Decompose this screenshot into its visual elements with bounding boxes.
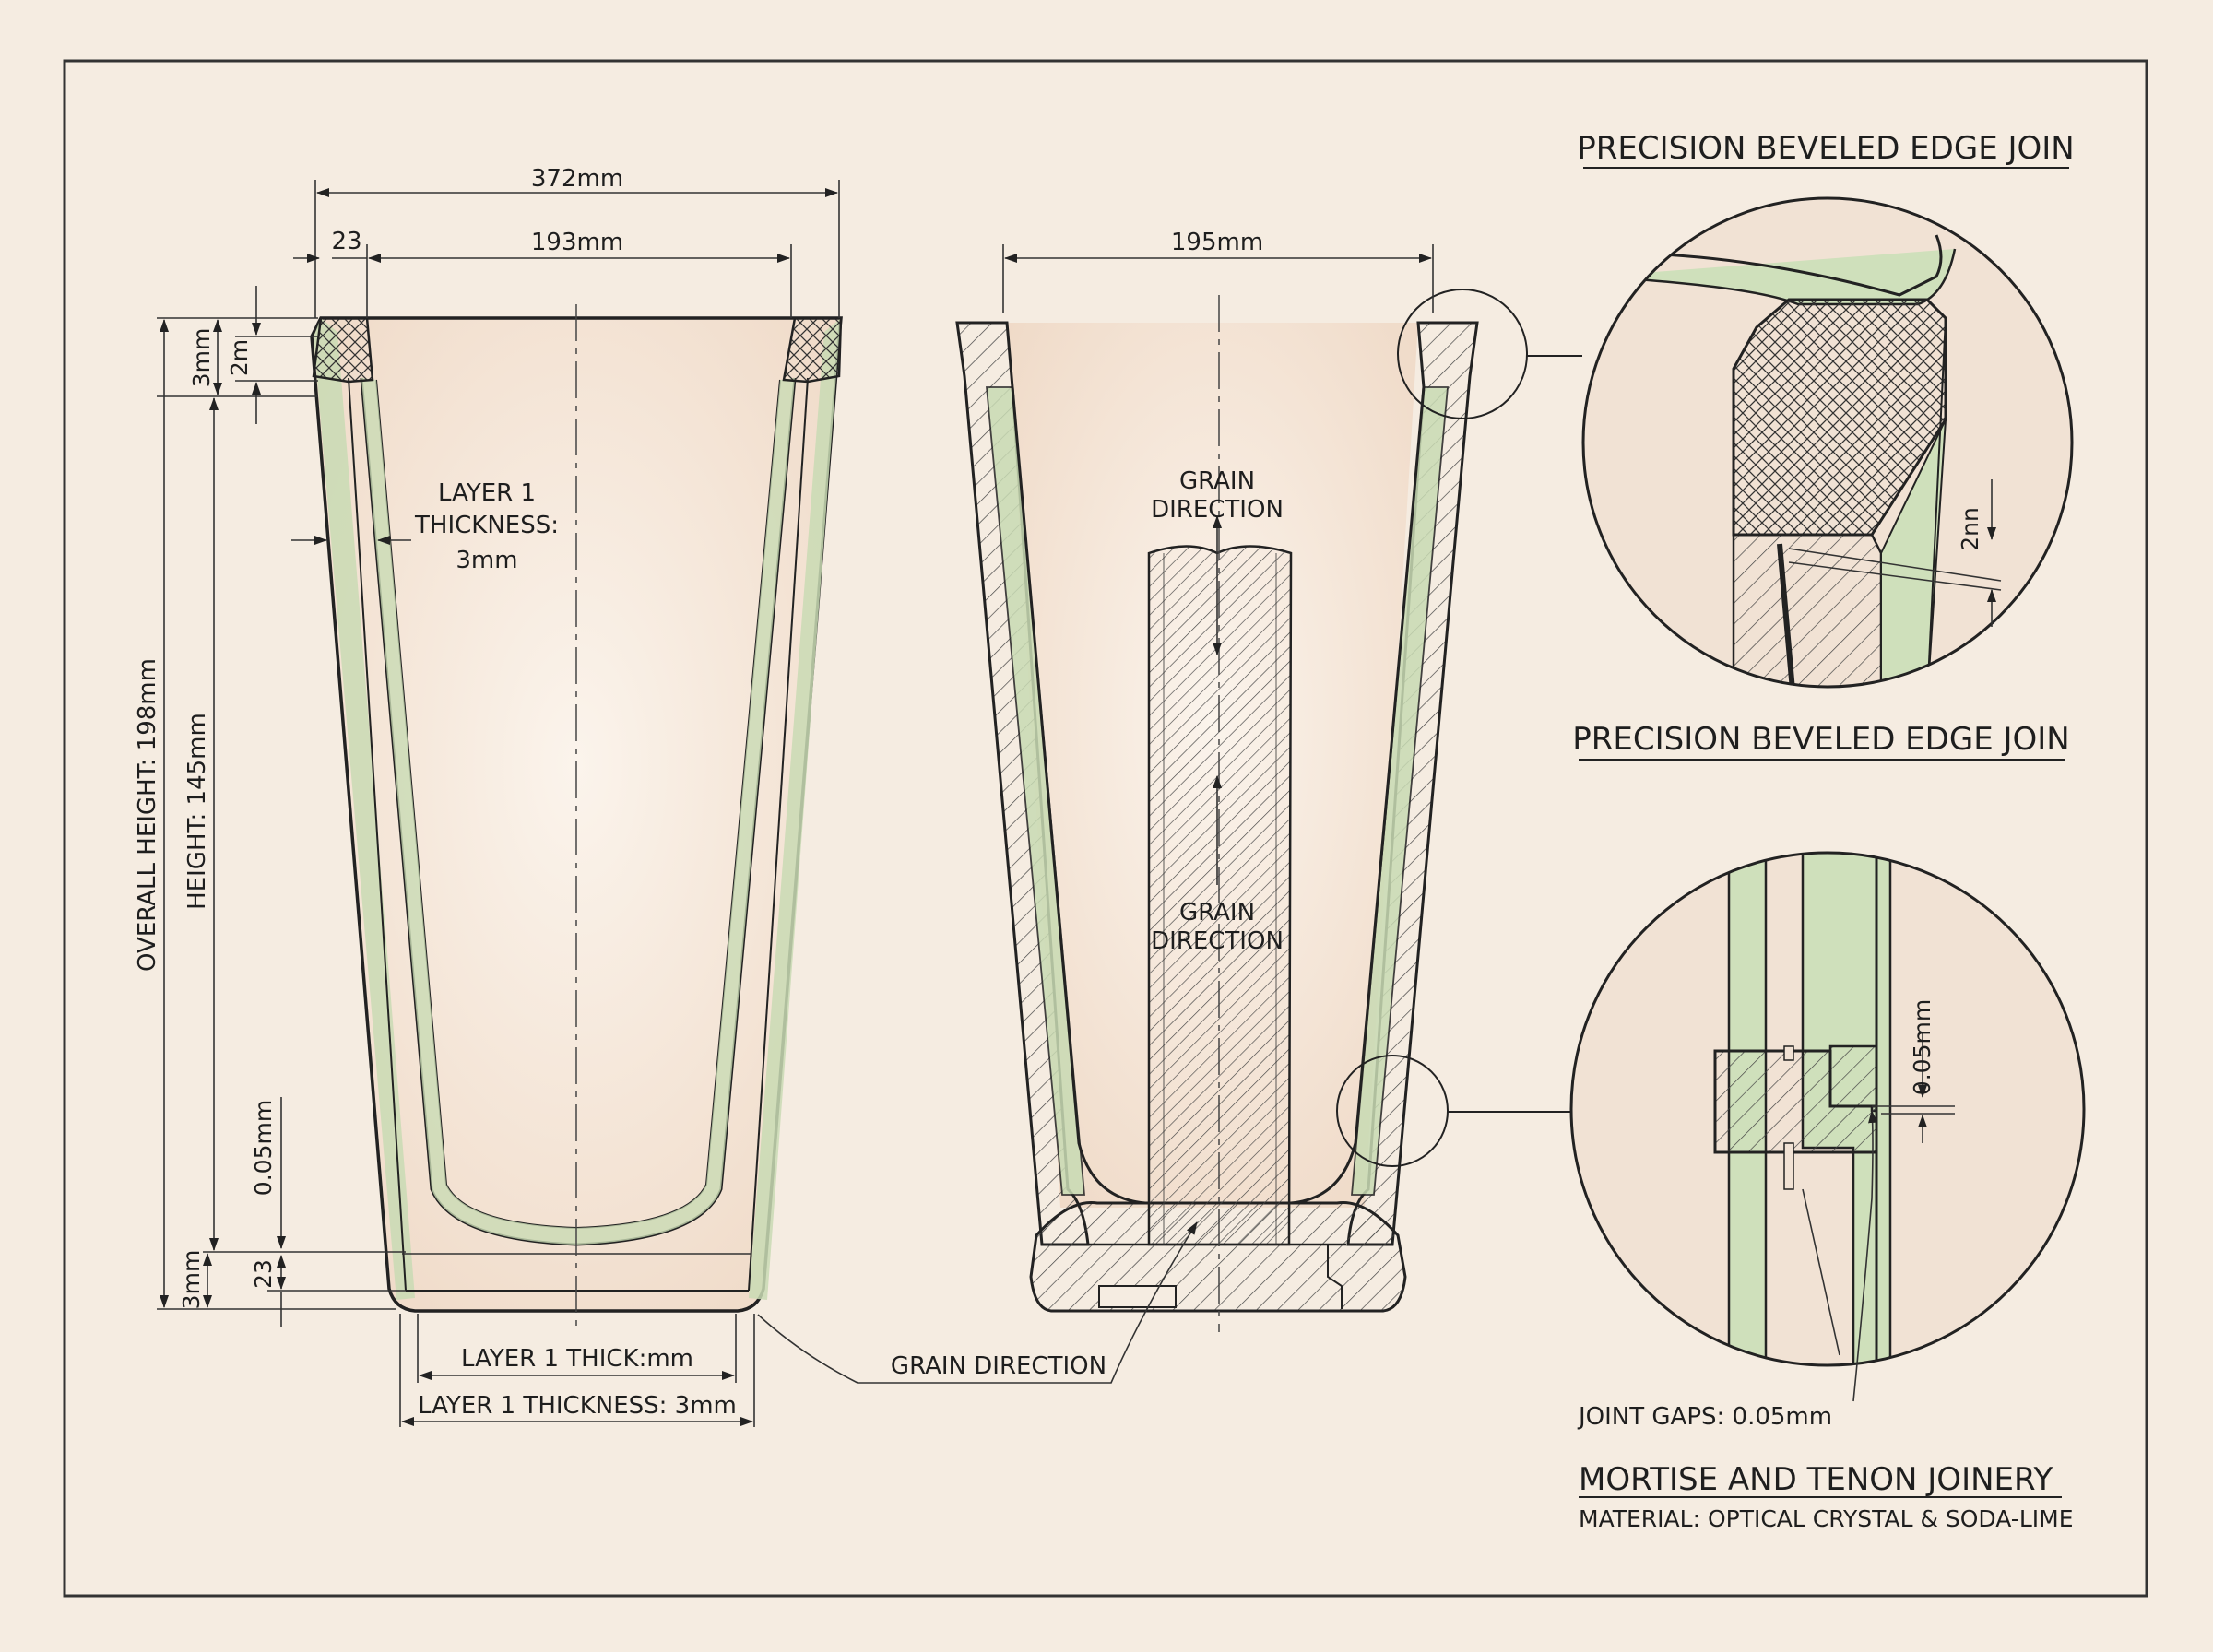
grain-lower-line1: GRAIN <box>1179 899 1255 926</box>
layer1-label-line1: LAYER 1 <box>438 479 536 507</box>
detail-top-dim: 2nn <box>1957 507 1983 551</box>
middle-labels: 195mm GRAIN DIRECTION GRAIN DIRECTION GR… <box>757 229 1434 1384</box>
dim-23-top: 23 <box>331 228 361 255</box>
dim-193: 193mm <box>531 229 623 256</box>
grain-upper-line1: GRAIN <box>1179 467 1255 495</box>
detail-bottom-dim: 0.05mm <box>1909 999 1935 1095</box>
left-dimensions: 372mm 193mm 23 3mm 2m OVERALL HEIGHT: 19… <box>134 165 840 1427</box>
detail-marker-top <box>1397 289 1528 419</box>
dim-3mm-rim: 3mm <box>188 328 215 388</box>
dim-height-145: HEIGHT: 145mm <box>183 713 211 910</box>
dim-overall-height: OVERALL HEIGHT: 198mm <box>134 658 161 972</box>
dim-2m-rim: 2m <box>226 339 253 376</box>
grain-direction-callout: GRAIN DIRECTION <box>891 1352 1106 1380</box>
left-glass-view <box>310 304 843 1328</box>
detail-bottom-mortise: 0.05mm <box>1569 851 2086 1402</box>
sheet-border <box>63 59 2148 1598</box>
dim-23-bottom: 23 <box>250 1259 277 1289</box>
detail-top-title: PRECISION BEVELED EDGE JOIN <box>1577 130 2075 167</box>
dim-0-05-left: 0.05mm <box>250 1100 277 1196</box>
detail-bottom-title: MORTISE AND TENON JOINERY <box>1579 1461 2053 1498</box>
detail-top-bevel: 2nn <box>1581 196 2074 689</box>
dim-372: 372mm <box>531 165 623 193</box>
middle-section-view <box>955 289 1582 1332</box>
dim-bottom-thick-b: LAYER 1 THICKNESS: 3mm <box>418 1392 737 1420</box>
layer1-label-line2: THICKNESS: <box>414 512 559 539</box>
dim-bottom-thick-a: LAYER 1 THICK:mm <box>461 1345 693 1373</box>
detail-top-caption: PRECISION BEVELED EDGE JOIN <box>1572 721 2070 758</box>
grain-upper-line2: DIRECTION <box>1151 496 1284 524</box>
dim-195: 195mm <box>1171 229 1263 256</box>
layer1-label-line3: 3mm <box>456 547 517 574</box>
material-label: MATERIAL: OPTICAL CRYSTAL & SODA-LIME <box>1579 1505 2074 1532</box>
grain-lower-line2: DIRECTION <box>1151 927 1284 955</box>
dim-3mm-bottom: 3mm <box>178 1250 205 1310</box>
joint-gaps-label: JOINT GAPS: 0.05mm <box>1577 1403 1832 1431</box>
